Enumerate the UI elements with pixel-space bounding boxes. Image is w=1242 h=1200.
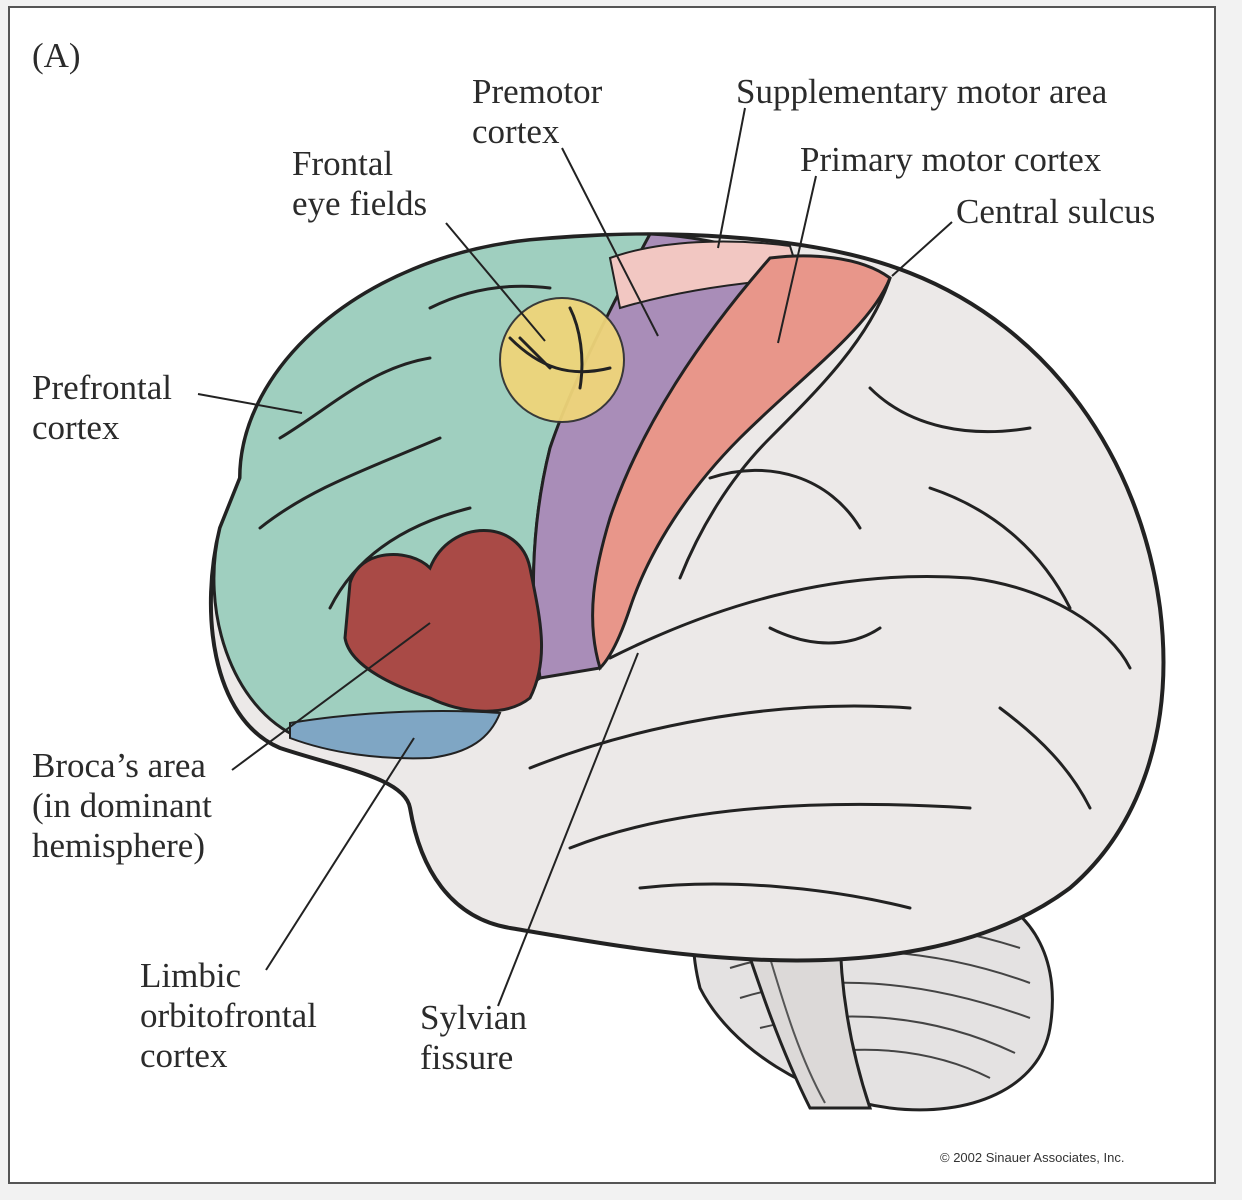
brain-illustration: [197, 107, 1166, 1112]
leader-primary-motor: [777, 175, 817, 344]
brainstem: [737, 926, 873, 1110]
leader-lines: [197, 107, 953, 1007]
frontal-eye-fields-region: [499, 297, 625, 423]
leader-frontal-eye: [445, 222, 546, 342]
leader-limbic: [265, 737, 415, 971]
leader-sylvian: [497, 652, 639, 1007]
limbic-orbitofrontal-region: [289, 710, 502, 760]
label-supplementary-motor-area: Supplementary motor area: [736, 72, 1108, 111]
panel-label: (A): [32, 36, 81, 75]
leader-broca: [231, 622, 431, 771]
leader-central-sulcus: [891, 221, 953, 277]
label-central-sulcus: Central sulcus: [956, 192, 1156, 231]
leader-premotor: [561, 147, 659, 337]
leader-prefrontal: [197, 393, 303, 414]
copyright-notice: © 2002 Sinauer Associates, Inc.: [940, 1150, 1125, 1165]
label-primary-motor-cortex: Primary motor cortex: [800, 140, 1102, 179]
brocas-area-region: [343, 529, 544, 713]
gyri-lines: [258, 276, 1132, 910]
leader-sma: [717, 107, 746, 249]
